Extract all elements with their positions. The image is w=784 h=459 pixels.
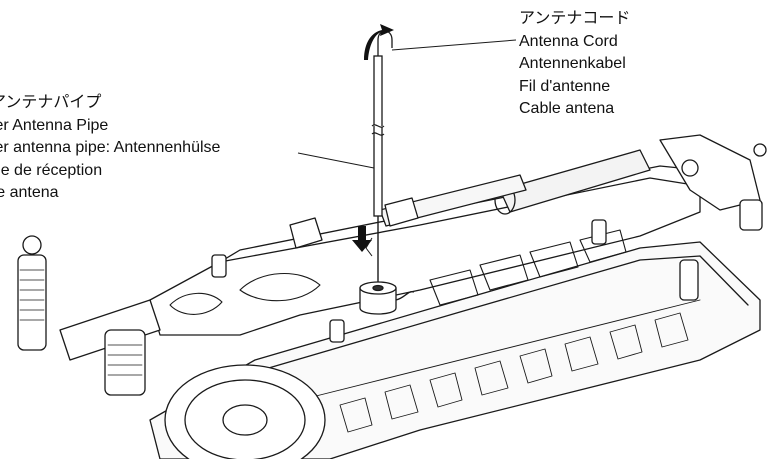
leader-antenna-cord [391,39,517,51]
label-jp: 着アンテナパイプ [0,94,102,111]
label-en: eiver Antenna Pipe [0,116,109,134]
label-fr: Fil d'antenne [519,77,611,95]
right-suspension [659,134,767,301]
label-de: eiver antenna pipe: Antennenhülse [0,139,221,156]
motor-cylinder [499,149,651,213]
receiver-box [384,197,419,227]
label-es: Cable antena [519,100,615,117]
leader-antenna-pipe [297,152,375,169]
top-deck [149,177,701,336]
label-en: Antenna Cord [519,32,618,50]
label-de: Antennenkabel [519,55,626,72]
antenna-cord [377,30,393,56]
front-wheel [164,364,326,459]
antenna-pipe [371,55,385,290]
rotation-arrow [364,24,394,60]
chassis-posts [211,219,607,343]
antenna-mount [359,281,415,315]
antenna-cord-label-block: アンテナコード Antenna Cord Antennenkabel Fil d… [519,8,630,121]
label-es: o de antena [0,184,59,201]
label-jp: アンテナコード [519,10,631,27]
chassis-slots [339,312,689,433]
deck-cutouts [169,229,627,315]
left-suspension [17,235,161,396]
antenna-pipe-label-block: 着アンテナパイプ eiver Antenna Pipe eiver antenn… [0,92,220,205]
label-fr: enne de réception [0,161,103,179]
